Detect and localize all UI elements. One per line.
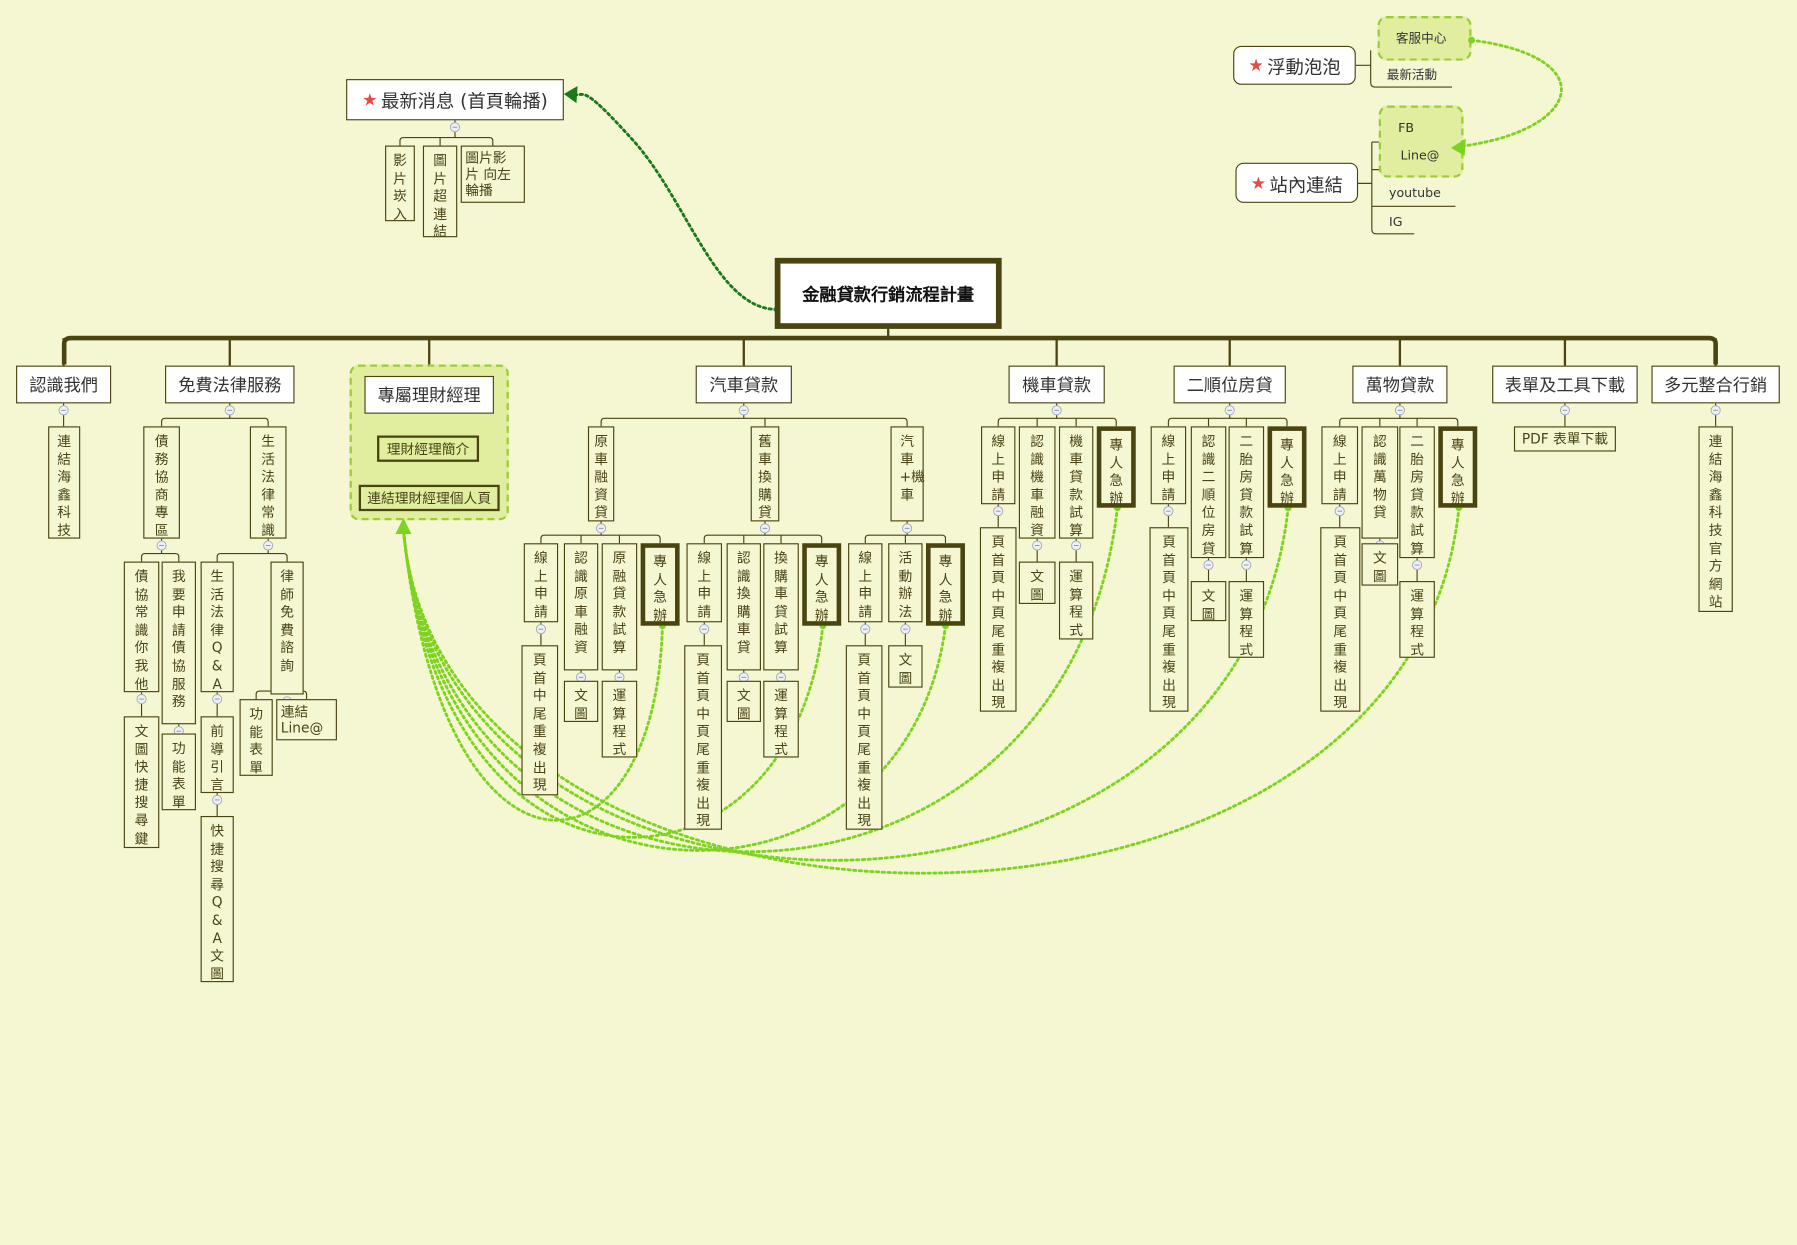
urgent-node[interactable]: 專人急辦 (1096, 426, 1136, 508)
topic-finance-manager[interactable]: 專屬理財經理 (364, 375, 494, 414)
node[interactable]: 線上申請 (981, 426, 1016, 505)
node[interactable]: 換購車貸試算 (763, 543, 799, 671)
node[interactable]: 頁首頁中頁尾重複出現 (1149, 527, 1189, 712)
node[interactable]: 債務協商專區 (143, 426, 180, 539)
floating-links[interactable]: ★站內連結 (1235, 162, 1359, 203)
topic-legal-service[interactable]: 免費法律服務 (165, 365, 295, 404)
node[interactable]: 運算程式 (1399, 581, 1435, 658)
node[interactable]: 線上申請 (686, 543, 723, 623)
node[interactable]: 活動辦法 (888, 543, 923, 623)
node[interactable]: 功能表單 (239, 699, 273, 776)
bubble-item[interactable]: 最新活動 (1386, 67, 1438, 83)
node[interactable]: 文圖 (1018, 561, 1056, 604)
root-topic[interactable]: 金融貸款行銷流程計畫 (774, 257, 1002, 329)
topic-any-loan[interactable]: 萬物貸款 (1352, 365, 1448, 404)
node[interactable]: 文圖 (888, 645, 923, 688)
star-icon: ★ (1250, 172, 1267, 194)
node[interactable]: 線上申請 (848, 543, 883, 623)
node[interactable]: 頁首頁中頁尾重複出現 (979, 527, 1017, 712)
topic-forms-download[interactable]: 表單及工具下載 (1492, 365, 1638, 404)
node[interactable]: 連結 Line@ (276, 699, 337, 741)
node[interactable]: 線上申請 (1150, 426, 1187, 505)
node[interactable]: PDF 表單下載 (1513, 426, 1616, 452)
node[interactable]: 前導引言 (200, 716, 234, 794)
star-icon: ★ (362, 89, 378, 111)
node[interactable]: 頁首中尾重複出現 (521, 645, 559, 796)
bubble-item[interactable]: 客服中心 (1395, 30, 1447, 46)
topic-about-us[interactable]: 認識我們 (16, 365, 112, 404)
link-item-fb[interactable]: FB (1398, 120, 1415, 136)
urgent-node[interactable]: 專人急辦 (926, 543, 965, 626)
node[interactable]: 運算程式 (1228, 581, 1265, 658)
connector-bracket (216, 538, 288, 562)
node[interactable]: 線上申請 (1321, 426, 1359, 505)
topic-marketing[interactable]: 多元整合行銷 (1651, 365, 1780, 404)
node[interactable]: 連結理財經理個人頁 (358, 484, 500, 512)
links-group (1378, 105, 1464, 178)
node[interactable]: 連結海鑫科技官方網站 (1698, 426, 1733, 612)
node[interactable]: 影片崁入 (385, 145, 415, 222)
node[interactable]: 運算程式 (601, 680, 638, 758)
node[interactable]: 頁首頁中頁尾重複出現 (845, 645, 883, 830)
node[interactable]: 認識萬物貸 (1361, 426, 1399, 539)
node[interactable]: 文圖 (1361, 543, 1399, 586)
node[interactable]: 連結海鑫科技 (48, 426, 81, 539)
node[interactable]: 律師免費諮詢 (270, 561, 304, 695)
node[interactable]: 認識原車融資 (563, 543, 599, 671)
node[interactable]: 運算程式 (763, 680, 799, 758)
node[interactable]: 文圖 (726, 680, 761, 723)
topic-motorcycle-loan[interactable]: 機車貸款 (1008, 365, 1105, 404)
node[interactable]: 我要申請債協服務 (161, 561, 196, 725)
node[interactable]: 線上申請 (523, 543, 559, 623)
node[interactable]: 汽車+機車 (890, 426, 925, 522)
node[interactable]: 認識換購車貸 (726, 543, 761, 671)
urgent-node[interactable]: 專人急辦 (1267, 426, 1307, 508)
node[interactable]: 生活法律常識 (249, 426, 287, 539)
main-branch-bar (61, 335, 1718, 365)
urgent-node[interactable]: 專人急辦 (1438, 426, 1478, 508)
node[interactable]: 舊車換購貸 (750, 426, 780, 522)
topic-car-loan[interactable]: 汽車貸款 (695, 365, 792, 404)
node[interactable]: 文圖 (563, 680, 599, 723)
node[interactable]: 原車融資貸 (587, 426, 615, 522)
floating-news[interactable]: ★最新消息 (首頁輪播) (346, 79, 564, 121)
node[interactable]: 頁首頁中頁尾重複出現 (684, 645, 723, 830)
node[interactable]: 債協常識你我他 (123, 561, 160, 693)
topic-second-mortgage[interactable]: 二順位房貸 (1173, 365, 1286, 404)
urgent-node[interactable]: 專人急辦 (640, 543, 680, 626)
node[interactable]: 生活法律Q&A (200, 561, 234, 693)
bubble-group (1377, 16, 1472, 61)
node[interactable]: 文圖 (1190, 581, 1227, 622)
news-label: 最新消息 (首頁輪播) (380, 90, 548, 113)
node[interactable]: 機車貸款試算 (1058, 426, 1094, 539)
node[interactable]: 理財經理簡介 (377, 435, 480, 462)
floating-bubble[interactable]: ★浮動泡泡 (1233, 45, 1356, 85)
node[interactable]: 二胎房貸款試算 (1399, 426, 1435, 559)
node[interactable]: 快捷搜尋Q&A文圖 (200, 815, 234, 983)
node[interactable]: 圖片超連結 (422, 145, 458, 240)
node[interactable]: 運算程式 (1058, 561, 1094, 640)
node[interactable]: 認識機車融資 (1018, 426, 1056, 539)
urgent-node[interactable]: 專人急辦 (802, 543, 842, 626)
link-item-ig[interactable]: IG (1389, 214, 1403, 230)
node[interactable]: 二胎房貸款試算 (1228, 426, 1265, 559)
star-icon: ★ (1248, 55, 1264, 76)
link-item-line[interactable]: Line@ (1400, 147, 1440, 163)
node[interactable]: 文圖快捷搜尋鍵 (123, 716, 160, 849)
link-item-youtube[interactable]: youtube (1389, 185, 1441, 201)
node[interactable]: 原融貸款試算 (601, 543, 638, 671)
node[interactable]: 頁首頁中頁尾重複出現 (1320, 527, 1361, 712)
node[interactable]: 功能表單 (161, 733, 196, 811)
connector-bracket (600, 403, 908, 427)
connector-bracket (399, 120, 494, 146)
node[interactable]: 圖片影片 向左輪播 (460, 145, 525, 203)
bubble-bracket (1355, 50, 1453, 88)
node[interactable]: 認識二順位房貸 (1190, 426, 1227, 559)
connector-bracket (161, 403, 269, 427)
